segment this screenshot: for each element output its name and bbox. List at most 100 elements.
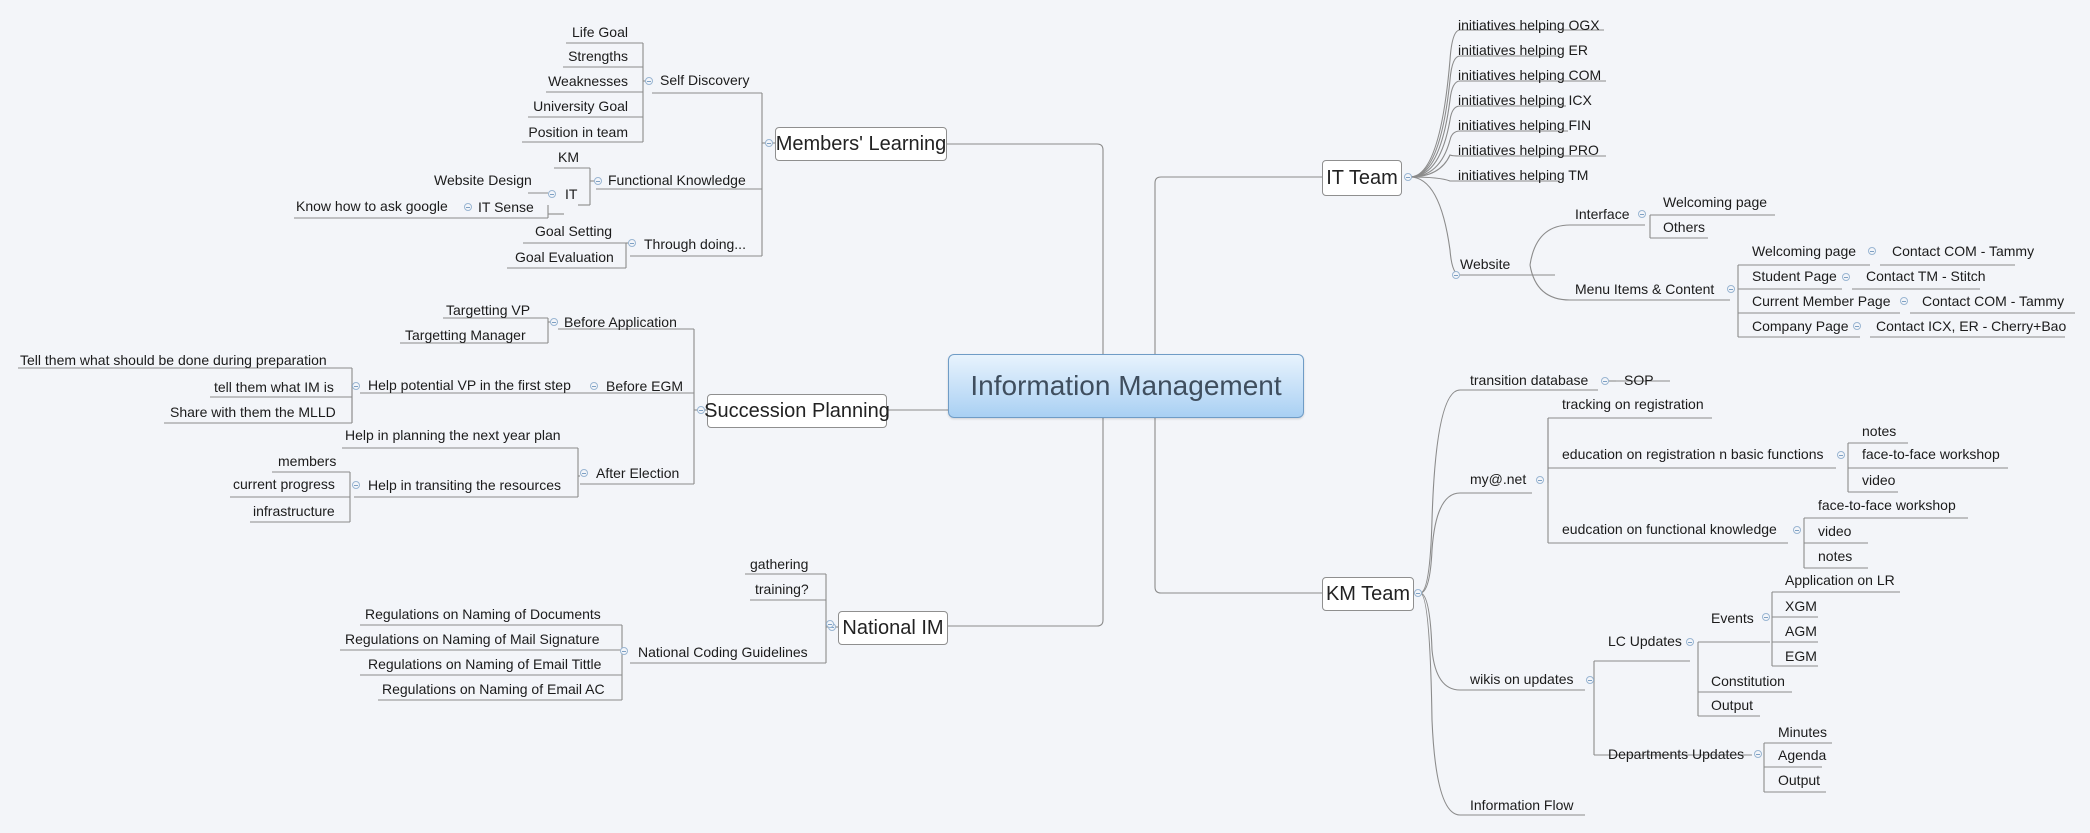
collapse-toggle-icon[interactable] [464, 203, 472, 211]
education-notes-node[interactable]: notes [1862, 423, 1897, 439]
collapse-toggle-icon[interactable] [1762, 613, 1770, 621]
google-node[interactable]: Know how to ask google [296, 198, 448, 214]
initiative-ogx-node[interactable]: initiatives helping OGX [1458, 17, 1600, 33]
weaknesses-node[interactable]: Weaknesses [548, 73, 628, 89]
targetting-manager-node[interactable]: Targetting Manager [405, 327, 526, 343]
collapse-toggle-icon[interactable] [1868, 247, 1876, 255]
collapse-toggle-icon[interactable] [697, 406, 705, 414]
collapse-toggle-icon[interactable] [548, 190, 556, 198]
regulation-email-title-node[interactable]: Regulations on Naming of Email Tittle [368, 656, 602, 672]
help-vp-first-step-node[interactable]: Help potential VP in the first step [368, 377, 571, 393]
application-lr-node[interactable]: Application on LR [1785, 572, 1895, 588]
tell-what-im-is-node[interactable]: tell them what IM is [214, 379, 334, 395]
collapse-toggle-icon[interactable] [580, 469, 588, 477]
menu-page-company[interactable]: Company Page [1752, 318, 1849, 334]
national-im-topic[interactable]: National IM [838, 611, 948, 645]
regulation-mail-signature-node[interactable]: Regulations on Naming of Mail Signature [345, 631, 600, 647]
website-design-node[interactable]: Website Design [434, 172, 532, 188]
share-mlld-node[interactable]: Share with them the MLLD [170, 404, 336, 420]
initiative-pro-node[interactable]: initiatives helping PRO [1458, 142, 1599, 158]
mynet-node[interactable]: my@.net [1470, 471, 1527, 487]
menu-contact-current-member[interactable]: Contact COM - Tammy [1922, 293, 2065, 309]
sop-node[interactable]: SOP [1624, 372, 1654, 388]
before-application-node[interactable]: Before Application [564, 314, 677, 330]
menu-items-node[interactable]: Menu Items & Content [1575, 281, 1715, 297]
lc-output-node[interactable]: Output [1711, 697, 1754, 713]
menu-contact-student[interactable]: Contact TM - Stitch [1866, 268, 1986, 284]
collapse-toggle-icon[interactable] [1793, 526, 1801, 534]
collapse-toggle-icon[interactable] [1686, 638, 1694, 646]
goal-evaluation-node[interactable]: Goal Evaluation [515, 249, 614, 265]
education-workshop-node[interactable]: face-to-face workshop [1862, 446, 2000, 462]
self-discovery-node[interactable]: Self Discovery [660, 72, 750, 88]
initiative-tm-node[interactable]: initiatives helping TM [1458, 167, 1589, 183]
position-in-team-node[interactable]: Position in team [528, 124, 628, 140]
succession-planning-topic[interactable]: Succession Planning [704, 394, 890, 428]
initiative-icx-node[interactable]: initiatives helping ICX [1458, 92, 1592, 108]
initiative-com-node[interactable]: initiatives helping COM [1458, 67, 1602, 83]
lc-updates-node[interactable]: LC Updates [1608, 633, 1682, 649]
help-transiting-node[interactable]: Help in transiting the resources [368, 477, 561, 493]
collapse-toggle-icon[interactable] [1414, 589, 1422, 597]
departments-output-node[interactable]: Output [1778, 772, 1821, 788]
menu-contact-company[interactable]: Contact ICX, ER - Cherry+Bao [1876, 318, 2067, 334]
collapse-toggle-icon[interactable] [1727, 285, 1735, 293]
collapse-toggle-icon[interactable] [1601, 377, 1609, 385]
collapse-toggle-icon[interactable] [1638, 210, 1646, 218]
collapse-toggle-icon[interactable] [765, 139, 773, 147]
collapse-toggle-icon[interactable] [1452, 271, 1460, 279]
tracking-registration-node[interactable]: tracking on registration [1562, 396, 1704, 412]
transition-database-node[interactable]: transition database [1470, 372, 1589, 388]
collapse-toggle-icon[interactable] [594, 177, 602, 185]
collapse-toggle-icon[interactable] [620, 647, 628, 655]
collapse-toggle-icon[interactable] [1586, 676, 1594, 684]
functional-workshop-node[interactable]: face-to-face workshop [1818, 497, 1956, 513]
training-node[interactable]: training? [755, 581, 809, 597]
menu-page-welcoming[interactable]: Welcoming page [1752, 243, 1857, 259]
members-node[interactable]: members [278, 453, 337, 469]
it-sense-node[interactable]: IT Sense [478, 199, 534, 215]
initiative-fin-node[interactable]: initiatives helping FIN [1458, 117, 1592, 133]
goal-setting-node[interactable]: Goal Setting [535, 223, 613, 239]
welcoming-page-interface-node[interactable]: Welcoming page [1663, 194, 1768, 210]
departments-updates-node[interactable]: Departments Updates [1608, 746, 1745, 762]
xgm-node[interactable]: XGM [1785, 598, 1817, 614]
life-goal-node[interactable]: Life Goal [571, 24, 628, 40]
it-team-topic[interactable]: IT Team [1322, 160, 1402, 196]
wikis-updates-node[interactable]: wikis on updates [1470, 671, 1574, 687]
members-learning-topic[interactable]: Members' Learning [775, 127, 947, 161]
menu-page-current-member[interactable]: Current Member Page [1752, 293, 1891, 309]
regulation-email-ac-node[interactable]: Regulations on Naming of Email AC [382, 681, 605, 697]
collapse-toggle-icon[interactable] [1536, 476, 1544, 484]
information-flow-node[interactable]: Information Flow [1470, 797, 1574, 813]
agm-node[interactable]: AGM [1785, 623, 1817, 639]
regulation-documents-node[interactable]: Regulations on Naming of Documents [365, 606, 601, 622]
collapse-toggle-icon[interactable] [1842, 273, 1850, 281]
collapse-toggle-icon[interactable] [645, 77, 653, 85]
egm-node[interactable]: EGM [1785, 648, 1817, 664]
menu-page-student[interactable]: Student Page [1752, 268, 1837, 284]
collapse-toggle-icon[interactable] [1900, 297, 1908, 305]
collapse-toggle-icon[interactable] [826, 620, 834, 628]
functional-notes-node[interactable]: notes [1818, 548, 1853, 564]
collapse-toggle-icon[interactable] [1853, 322, 1861, 330]
minutes-node[interactable]: Minutes [1778, 724, 1828, 740]
help-planning-node[interactable]: Help in planning the next year plan [345, 427, 561, 443]
after-election-node[interactable]: After Election [596, 465, 680, 481]
targetting-vp-node[interactable]: Targetting VP [446, 302, 531, 318]
university-goal-node[interactable]: University Goal [533, 98, 628, 114]
before-egm-node[interactable]: Before EGM [606, 378, 684, 394]
education-functional-node[interactable]: eudcation on functional knowledge [1562, 521, 1777, 537]
events-node[interactable]: Events [1711, 610, 1754, 626]
through-doing-node[interactable]: Through doing... [644, 236, 746, 252]
website-node[interactable]: Website [1460, 256, 1511, 272]
collapse-toggle-icon[interactable] [550, 318, 558, 326]
km-team-topic[interactable]: KM Team [1322, 577, 1414, 611]
collapse-toggle-icon[interactable] [590, 382, 598, 390]
strengths-node[interactable]: Strengths [568, 48, 628, 64]
collapse-toggle-icon[interactable] [628, 239, 636, 247]
national-coding-node[interactable]: National Coding Guidelines [638, 644, 808, 660]
education-video-node[interactable]: video [1862, 472, 1896, 488]
collapse-toggle-icon[interactable] [1837, 451, 1845, 459]
interface-node[interactable]: Interface [1575, 206, 1630, 222]
